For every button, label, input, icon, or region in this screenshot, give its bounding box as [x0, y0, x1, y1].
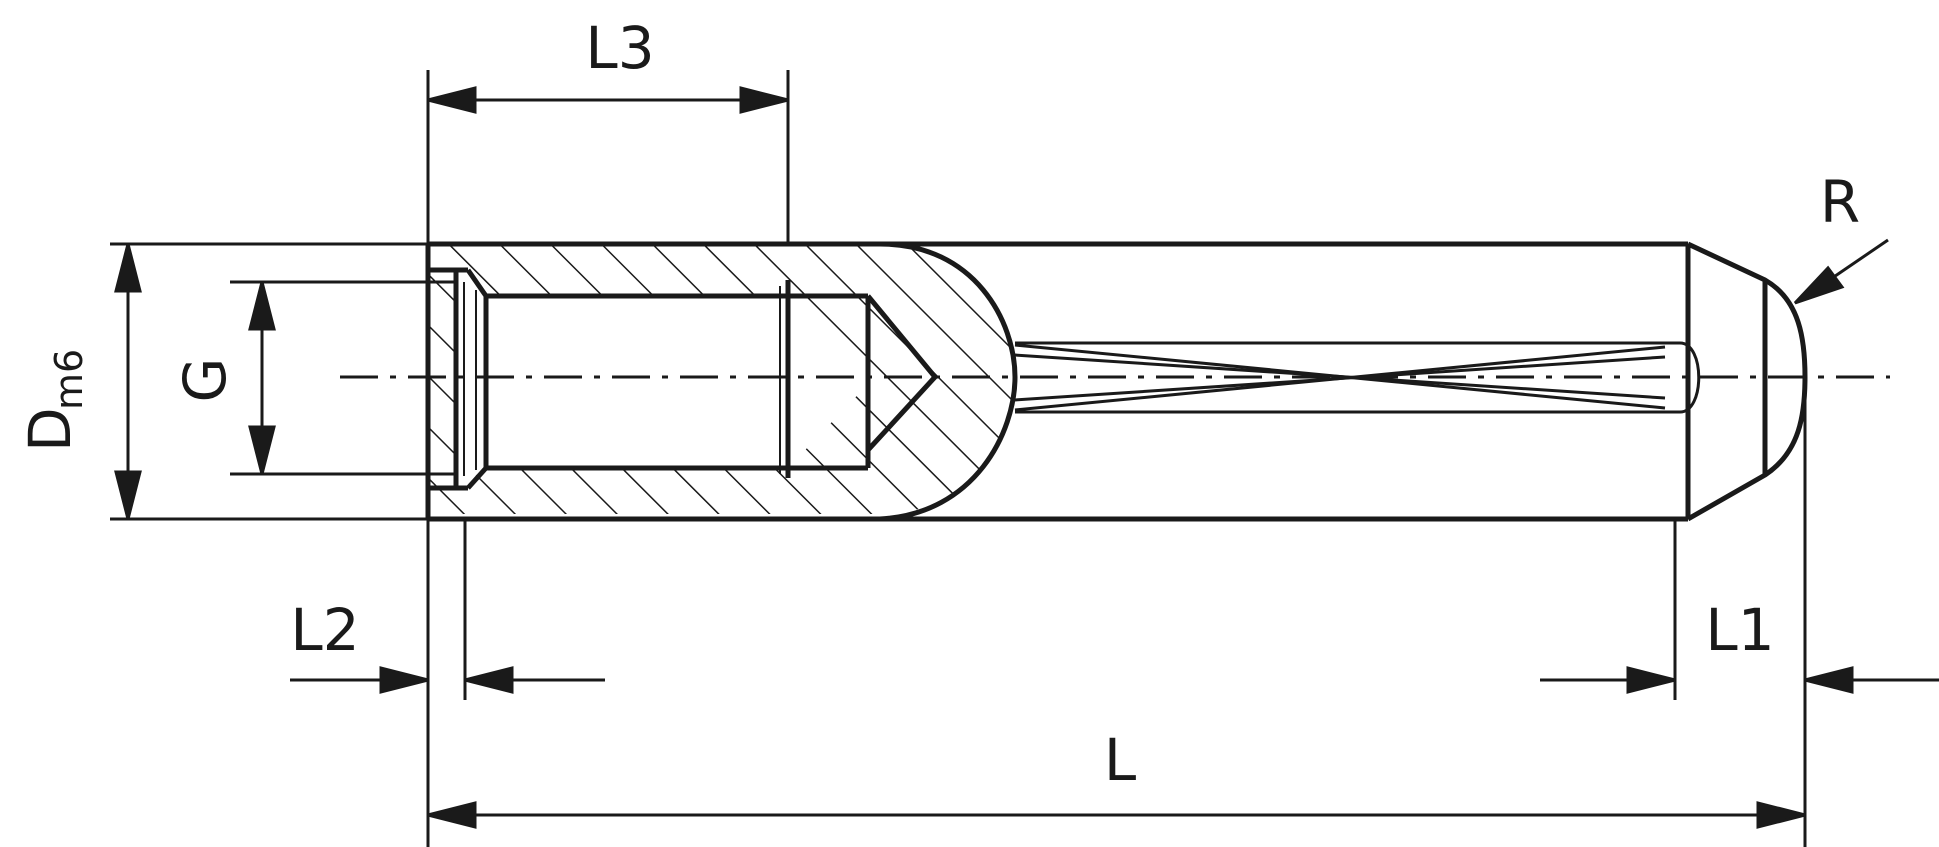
shank-groove — [1014, 341, 1701, 414]
label-m6: m6 — [47, 349, 91, 410]
label-l3: L3 — [585, 14, 654, 82]
label-l1: L1 — [1705, 596, 1774, 664]
label-l: L — [1104, 726, 1136, 794]
label-l2: L2 — [290, 596, 359, 664]
thread-minor-lines — [463, 282, 781, 476]
label-dm6: D m6 — [16, 349, 91, 452]
label-g-group: G — [171, 358, 239, 403]
label-r: R — [1820, 168, 1860, 236]
dimension-arrows — [114, 86, 1939, 829]
threaded-bore — [428, 267, 938, 491]
label-d: D — [16, 407, 84, 452]
extension-lines — [110, 70, 1807, 847]
hatched-section — [430, 244, 1015, 514]
label-g: G — [171, 358, 239, 403]
